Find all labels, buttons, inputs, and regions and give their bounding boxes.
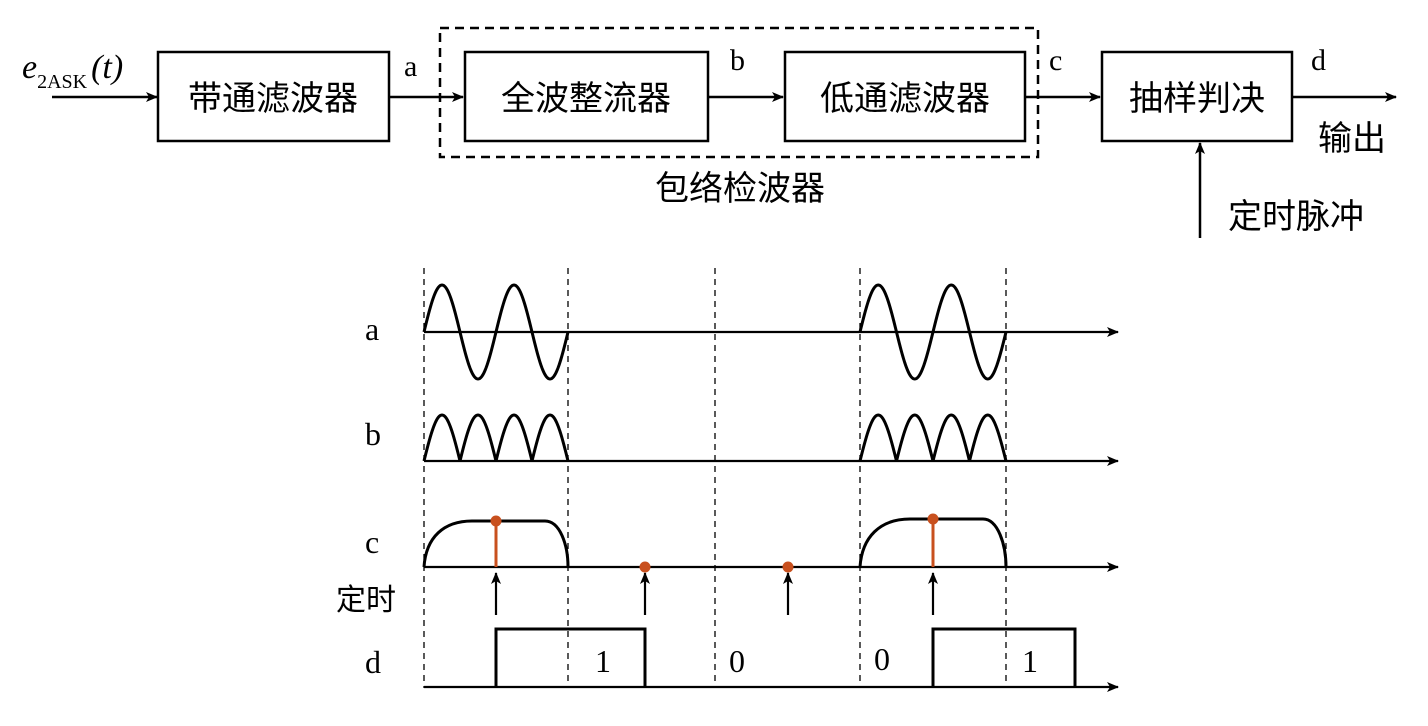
row-label-d: d xyxy=(365,644,381,680)
output-pulse xyxy=(931,627,1077,687)
sample-point xyxy=(782,561,794,573)
timing-pulse-label: 定时脉冲 xyxy=(1228,197,1364,237)
block-sampler-decision: 抽样判决 xyxy=(1100,50,1294,143)
waveform-b-rectified xyxy=(858,413,1008,462)
block-bandpass-filter: 带通滤波器 xyxy=(156,50,391,143)
output-pulse xyxy=(494,627,647,687)
decided-bit: 0 xyxy=(874,641,890,677)
block-sampler-label: 抽样判决 xyxy=(1129,79,1265,119)
block-lowpass-filter: 低通滤波器 xyxy=(783,50,1027,143)
waveform-b-rectified xyxy=(422,413,570,462)
node-label-a: a xyxy=(404,50,417,83)
envelope-detector-box xyxy=(438,26,1040,159)
envelope-detector-label: 包络检波器 xyxy=(655,169,825,209)
sample-point xyxy=(639,561,651,573)
node-label-c: c xyxy=(1049,44,1062,77)
block-rectifier-label: 全波整流器 xyxy=(501,79,671,119)
row-label-a: a xyxy=(365,311,379,347)
waveform-a-burst xyxy=(422,283,570,381)
row-label-b: b xyxy=(365,416,381,452)
decided-bit: 0 xyxy=(729,643,745,679)
block-diagram: e2ASK(t) 带通滤波器 全波整流器 低通滤波器 抽样判决 a b xyxy=(22,26,1397,238)
input-signal-label: e2ASK(t) xyxy=(22,49,123,93)
decided-bit: 1 xyxy=(1022,643,1038,679)
input-argument: (t) xyxy=(91,49,123,86)
output-label: 输出 xyxy=(1318,119,1386,159)
row-label-timing: 定时 xyxy=(336,583,396,618)
input-symbol: e xyxy=(22,49,37,86)
sample-point xyxy=(490,515,502,527)
node-label-b: b xyxy=(730,44,745,77)
waveform-c-envelope xyxy=(858,517,1008,568)
waveform-c-envelope xyxy=(422,519,570,568)
waveform-panel: a b c 定时 d 1 0 xyxy=(336,268,1119,692)
block-lowpass-label: 低通滤波器 xyxy=(820,79,990,119)
node-label-d: d xyxy=(1311,44,1326,77)
block-bandpass-label: 带通滤波器 xyxy=(188,79,358,119)
sample-point xyxy=(927,513,939,525)
decided-bit: 1 xyxy=(595,643,611,679)
row-label-c: c xyxy=(365,524,379,560)
input-subscript: 2ASK xyxy=(37,71,88,93)
block-full-wave-rectifier: 全波整流器 xyxy=(463,50,710,143)
waveform-a-burst xyxy=(858,283,1008,381)
